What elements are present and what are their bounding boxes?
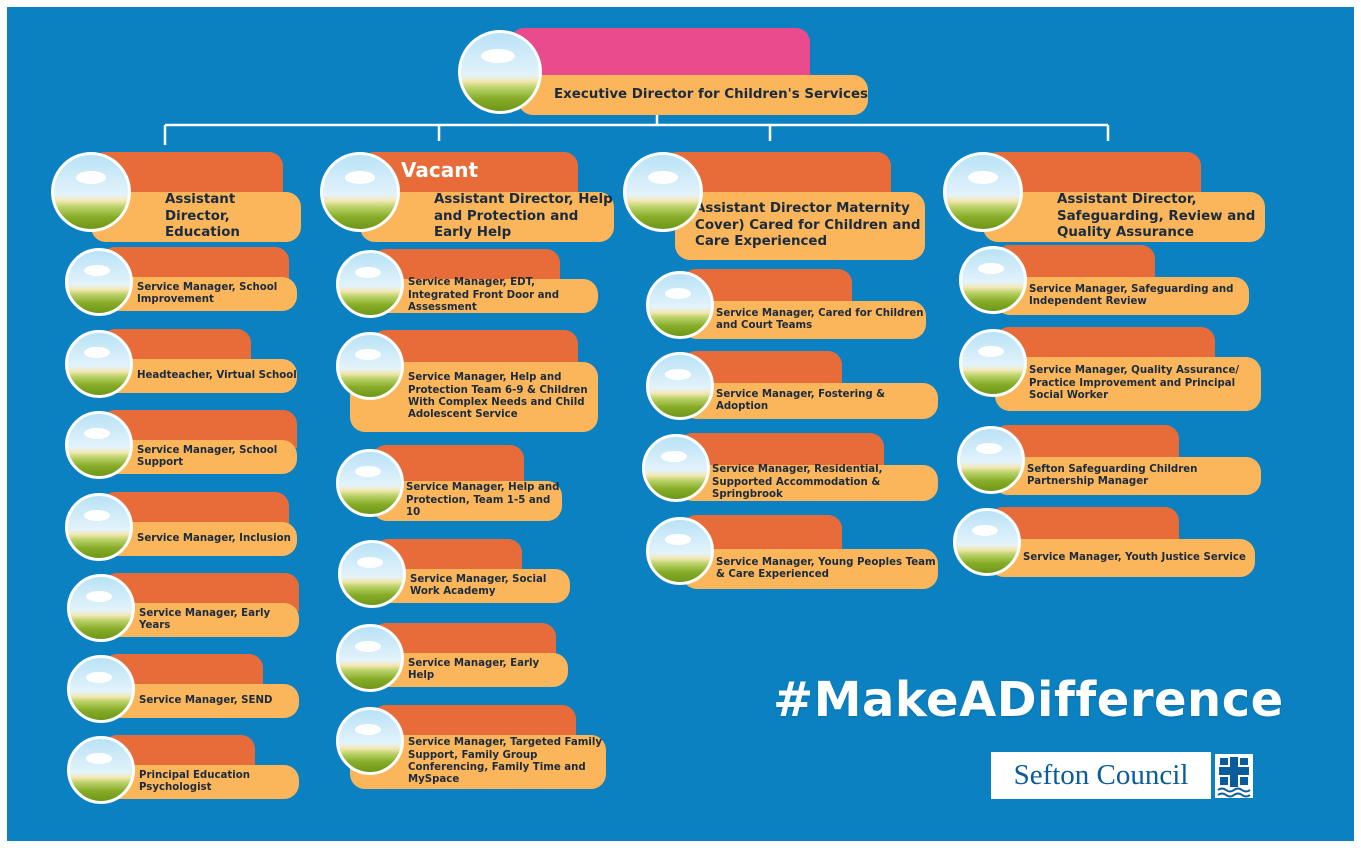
service-manager-card: Service Manager, Quality Assurance/ Prac…: [959, 327, 1261, 413]
service-manager-label: Service Manager, Cared for Children and …: [682, 301, 926, 339]
profile-placeholder-icon: [67, 574, 135, 642]
assistant-director-card: Vacant Assistant Director, Help and Prot…: [320, 152, 614, 242]
profile-placeholder-icon: [959, 246, 1027, 314]
profile-placeholder-icon: [320, 152, 400, 232]
profile-placeholder-icon: [336, 707, 404, 775]
executive-director-label: Executive Director for Children's Servic…: [518, 75, 868, 115]
service-manager-label: Service Manager, Residential, Supported …: [678, 464, 938, 501]
service-manager-card: Service Manager, School Support: [65, 410, 297, 480]
service-manager-card: Service Manager, Inclusion: [65, 492, 297, 562]
service-manager-label: Service Manager, Youth Justice Service: [989, 539, 1255, 577]
service-manager-card: Service Manager, School Improvement: [65, 247, 297, 317]
profile-placeholder-icon: [623, 152, 703, 232]
profile-placeholder-icon: [646, 271, 714, 339]
assistant-director-label: Assistant Director, Help and Protection …: [360, 192, 614, 242]
profile-placeholder-icon: [336, 449, 404, 517]
connector-lines: [163, 113, 1110, 145]
service-manager-card: Service Manager, Help and Protection Tea…: [336, 330, 598, 432]
service-manager-label: Service Manager, Fostering & Adoption: [682, 383, 938, 419]
service-manager-card: Service Manager, Residential, Supported …: [642, 433, 938, 503]
service-manager-card: Sefton Safeguarding Children Partnership…: [957, 425, 1261, 497]
sefton-council-logo: Sefton Council: [991, 752, 1253, 799]
service-manager-card: Service Manager, Help and Protection, Te…: [336, 445, 598, 521]
profile-placeholder-icon: [336, 624, 404, 692]
vacant-label: Vacant: [401, 158, 479, 182]
service-manager-card: Service Manager, Fostering & Adoption: [646, 351, 938, 421]
executive-director-card: Executive Director for Children's Servic…: [458, 28, 868, 116]
profile-placeholder-icon: [943, 152, 1023, 232]
profile-placeholder-icon: [65, 248, 133, 316]
service-manager-card: Service Manager, EDT, Integrated Front D…: [336, 249, 598, 319]
service-manager-card: Headteacher, Virtual School: [65, 329, 297, 399]
sefton-crest-icon: [1215, 753, 1253, 798]
service-manager-card: Service Manager, Early Years: [67, 573, 299, 643]
profile-placeholder-icon: [51, 152, 131, 232]
service-manager-card: Service Manager, Youth Justice Service: [953, 507, 1255, 579]
profile-placeholder-icon: [65, 411, 133, 479]
profile-placeholder-icon: [646, 517, 714, 585]
service-manager-label: Service Manager, Young Peoples Team & Ca…: [682, 549, 938, 589]
service-manager-label: Service Manager, Help and Protection, Te…: [372, 481, 562, 521]
service-manager-label: Sefton Safeguarding Children Partnership…: [993, 457, 1261, 495]
profile-placeholder-icon: [65, 330, 133, 398]
service-manager-card: Service Manager, Safeguarding and Indepe…: [959, 245, 1249, 317]
assistant-director-card: Assistant Director, Education: [51, 152, 301, 242]
service-manager-card: Service Manager, SEND: [67, 654, 299, 724]
service-manager-card: Service Manager, Social Work Academy: [338, 539, 570, 609]
profile-placeholder-icon: [957, 426, 1025, 494]
service-manager-label: Service Manager, Quality Assurance/ Prac…: [995, 357, 1261, 411]
service-manager-card: Principal Education Psychologist: [67, 735, 299, 805]
profile-placeholder-icon: [336, 332, 404, 400]
service-manager-card: Service Manager, Early Help: [336, 623, 568, 693]
logo-text: Sefton Council: [991, 752, 1211, 799]
profile-placeholder-icon: [959, 329, 1027, 397]
service-manager-label: Service Manager, Help and Protection Tea…: [350, 362, 598, 432]
profile-placeholder-icon: [642, 434, 710, 502]
profile-placeholder-icon: [65, 493, 133, 561]
profile-placeholder-icon: [458, 30, 542, 114]
profile-placeholder-icon: [953, 508, 1021, 576]
org-chart: Executive Director for Children's Servic…: [7, 7, 1354, 841]
profile-placeholder-icon: [67, 736, 135, 804]
assistant-director-label: Assistant Director, Safeguarding, Review…: [983, 192, 1265, 242]
profile-placeholder-icon: [336, 250, 404, 318]
assistant-director-card: Assistant Director Maternity Cover) Care…: [623, 152, 925, 260]
hashtag-text: #MakeADifference: [773, 672, 1284, 728]
assistant-director-label: Assistant Director Maternity Cover) Care…: [675, 192, 925, 260]
profile-placeholder-icon: [646, 352, 714, 420]
service-manager-card: Service Manager, Young Peoples Team & Ca…: [646, 515, 938, 591]
profile-placeholder-icon: [67, 655, 135, 723]
service-manager-card: Service Manager, Cared for Children and …: [646, 269, 926, 341]
service-manager-card: Service Manager, Targeted Family Support…: [336, 705, 606, 791]
service-manager-label: Service Manager, Safeguarding and Indepe…: [995, 277, 1249, 315]
profile-placeholder-icon: [338, 540, 406, 608]
assistant-director-card: Assistant Director, Safeguarding, Review…: [943, 152, 1265, 242]
